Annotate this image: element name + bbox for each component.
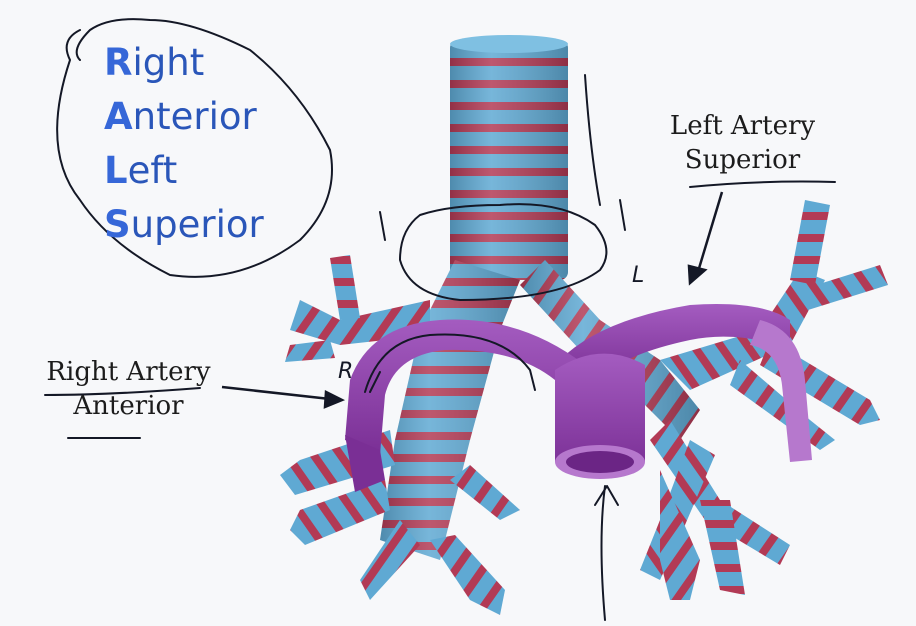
right-artery-arrow xyxy=(221,385,331,401)
mnemonic-circle xyxy=(56,18,333,278)
mnemonic-rest: nterior xyxy=(132,95,257,138)
right-artery-label-line1: Right Artery xyxy=(46,357,211,387)
mnemonic-line-left: Left xyxy=(104,144,264,198)
label-arrows xyxy=(221,191,724,409)
left-lower-bronchi xyxy=(640,420,790,600)
mnemonic-line-right: Right xyxy=(104,36,264,90)
left-artery-label-line1: Left Artery xyxy=(669,111,816,141)
right-artery-arrow-head xyxy=(323,390,346,409)
mnemonic-line-anterior: Anterior xyxy=(104,90,264,144)
right-mark-line xyxy=(379,211,386,241)
bottom-arrow-head xyxy=(594,485,619,506)
left-artery-arrow xyxy=(695,191,724,276)
right-artery-label-line2: Anterior xyxy=(73,391,184,421)
mnemonic-initial: L xyxy=(104,149,128,192)
carina-circle xyxy=(399,203,608,301)
left-artery-underline xyxy=(689,180,836,188)
mnemonic-initial: R xyxy=(104,41,133,84)
mnemonic-initial: S xyxy=(104,203,131,246)
left-mark-line xyxy=(584,74,601,206)
trachea xyxy=(450,35,568,280)
mnemonic-rest: ight xyxy=(132,41,205,84)
pulmonary-artery xyxy=(345,304,812,492)
right-artery-trace xyxy=(364,333,536,393)
left-artery-label-line2: Superior xyxy=(684,145,801,175)
bottom-mark-line xyxy=(600,485,606,621)
left-artery-label: Left Artery Superior xyxy=(655,109,830,177)
ink-annotations xyxy=(44,18,836,621)
mnemonic-initial: A xyxy=(104,95,133,138)
right-artery-underline-1 xyxy=(44,387,201,396)
right-artery-label: Right Artery Anterior xyxy=(36,355,221,423)
mnemonic-line-superior: Superior xyxy=(104,198,264,252)
mid-mark-line xyxy=(619,199,626,231)
handwritten-r-mark: R xyxy=(338,359,353,384)
mnemonic-rest: uperior xyxy=(130,203,264,246)
mnemonic-rest: eft xyxy=(127,149,178,192)
handwritten-l-mark: L xyxy=(632,263,644,288)
left-artery-arrow-head xyxy=(687,264,708,286)
ralS-mnemonic: Right Anterior Left Superior xyxy=(104,36,264,252)
